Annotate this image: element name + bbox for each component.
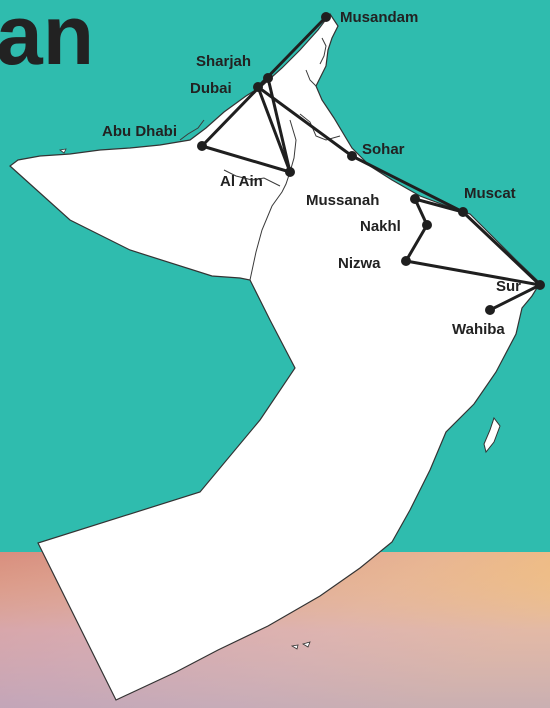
stop-marker-dubai[interactable] (253, 82, 263, 92)
stop-marker-musandam[interactable] (321, 12, 331, 22)
label-sohar: Sohar (362, 141, 405, 158)
route-link-sharjah-al-ain (266, 76, 292, 174)
label-sur: Sur (496, 278, 521, 295)
stop-marker-abu-dhabi[interactable] (197, 141, 207, 151)
route-link-sur-wahiba (488, 283, 542, 312)
label-al-ain: Al Ain (220, 173, 263, 190)
route-stops: Musandam Sharjah Dubai Abu Dhabi Al Ain … (102, 9, 545, 338)
stop-marker-wahiba[interactable] (485, 305, 495, 315)
label-sharjah: Sharjah (196, 53, 251, 70)
label-nizwa: Nizwa (338, 255, 381, 272)
stop-marker-al-ain[interactable] (285, 167, 295, 177)
label-nakhl: Nakhl (360, 218, 401, 235)
stop-marker-muscat[interactable] (458, 207, 468, 217)
stop-marker-nizwa[interactable] (401, 256, 411, 266)
label-muscat: Muscat (464, 185, 516, 202)
label-musandam: Musandam (340, 9, 418, 26)
stop-marker-sharjah[interactable] (263, 73, 273, 83)
land-mass (9, 12, 541, 701)
label-mussanah: Mussanah (306, 192, 379, 209)
label-abu-dhabi: Abu Dhabi (102, 123, 177, 140)
label-dubai: Dubai (190, 80, 232, 97)
label-wahiba: Wahiba (452, 321, 505, 338)
stop-marker-sur[interactable] (535, 280, 545, 290)
stop-marker-mussanah[interactable] (410, 194, 420, 204)
stop-marker-sohar[interactable] (347, 151, 357, 161)
page-title-fragment: an (0, 0, 94, 82)
stop-marker-nakhl[interactable] (422, 220, 432, 230)
